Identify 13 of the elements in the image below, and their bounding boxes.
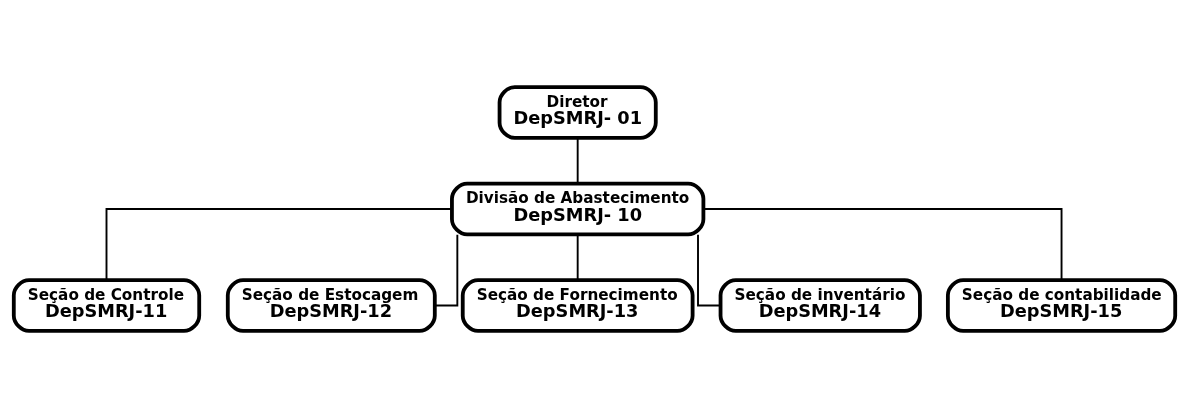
node-box: Seção de contabilidade DepSMRJ-15 (945, 278, 1178, 333)
node-box: Seção de Fornecimento DepSMRJ-13 (460, 278, 695, 333)
node-box: Divisão de Abastecimento DepSMRJ- 10 (450, 181, 706, 237)
connector (576, 233, 579, 281)
node-box: Diretor DepSMRJ- 01 (497, 85, 658, 140)
node-box: Seção de Controle DepSMRJ-11 (11, 278, 202, 333)
node-box: Seção de Estocagem DepSMRJ-12 (225, 278, 437, 333)
connector (697, 233, 722, 307)
connector (702, 208, 1063, 281)
connector (433, 233, 459, 307)
node-box: Seção de inventário DepSMRJ-14 (718, 278, 922, 333)
connector (576, 137, 579, 185)
connector (105, 208, 453, 281)
